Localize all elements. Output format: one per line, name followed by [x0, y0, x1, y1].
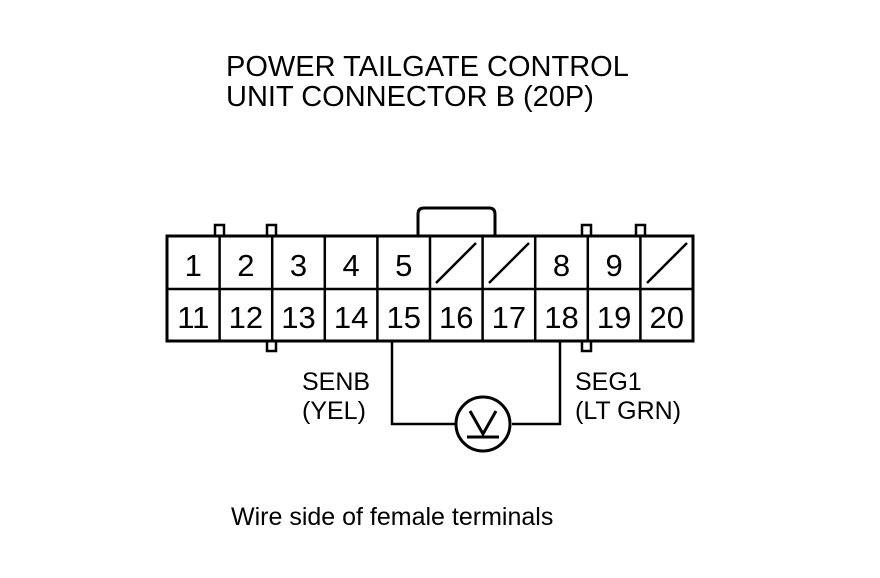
- pin-20: 20: [649, 300, 683, 335]
- pin-14: 14: [334, 300, 368, 335]
- pin-12: 12: [229, 300, 263, 335]
- pin-13: 13: [281, 300, 315, 335]
- pin-8: 8: [553, 248, 570, 283]
- connector-column-dividers: [218, 236, 642, 341]
- pin-17: 17: [492, 300, 526, 335]
- pin-1: 1: [185, 248, 202, 283]
- pin-18: 18: [544, 300, 578, 335]
- probe-left-wire-color: (YEL): [302, 397, 366, 425]
- pin-16: 16: [439, 300, 473, 335]
- footer-caption: Wire side of female terminals: [231, 503, 553, 531]
- probe-right-signal-name: SEG1: [575, 368, 642, 396]
- empty-cavity-6: [435, 242, 477, 284]
- probe-right-wire-color: (LT GRN): [575, 397, 681, 425]
- connector-rib: [634, 223, 647, 238]
- pin-4: 4: [342, 248, 359, 283]
- probe-left-signal-name: SENB: [302, 368, 370, 396]
- pin-19: 19: [597, 300, 631, 335]
- connector-rib: [265, 223, 278, 238]
- pin-5: 5: [395, 248, 412, 283]
- empty-cavity-10: [646, 242, 688, 284]
- connector-rib: [213, 223, 226, 238]
- pin-9: 9: [605, 248, 622, 283]
- pin-3: 3: [290, 248, 307, 283]
- probe-wire-left: [390, 341, 455, 426]
- connector-lock-tab: [416, 206, 497, 236]
- pin-11: 11: [177, 300, 209, 335]
- pin-15: 15: [386, 300, 420, 335]
- pin-2: 2: [237, 248, 254, 283]
- title-line-2: UNIT CONNECTOR B (20P): [226, 81, 594, 113]
- probe-wire-right: [512, 341, 562, 426]
- voltmeter-icon: [454, 395, 512, 453]
- empty-cavity-7: [488, 242, 530, 284]
- connector-rib: [580, 223, 593, 238]
- title-line-1: POWER TAILGATE CONTROL: [226, 51, 629, 83]
